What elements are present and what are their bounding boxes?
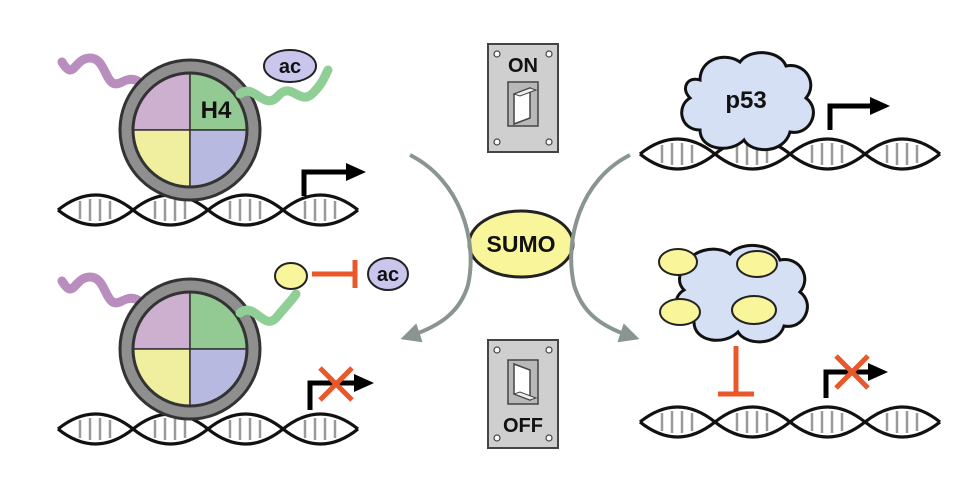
sumo-node: SUMO <box>467 209 575 279</box>
histone-tail-green-bottom <box>235 289 301 326</box>
crossed-bent-arrow-icon <box>823 354 888 398</box>
p53-active: p53 <box>638 51 942 171</box>
p53-blob-top <box>680 51 815 152</box>
sumo-blob-1 <box>658 248 698 276</box>
dna-helix-top-right <box>638 137 942 171</box>
histone-octamer-bottom <box>118 277 262 421</box>
arrow-head-icon <box>870 97 890 115</box>
sumo-blob-3 <box>659 298 701 326</box>
nucleosome-active: H4 ac <box>56 49 366 227</box>
histone-octamer-top <box>118 58 262 202</box>
curved-arrow-right <box>569 153 640 343</box>
switch-off-label: OFF <box>503 415 543 437</box>
p53-repressed <box>638 243 942 439</box>
p53-label: p53 <box>725 87 766 114</box>
histone-tail-green-top <box>235 65 333 106</box>
sumo-blob-4 <box>731 295 777 325</box>
acetyl-badge-top <box>263 49 317 83</box>
nucleosome-repressed: ac <box>56 257 409 446</box>
t-bar-inhibition-icon <box>312 260 358 288</box>
switch-on: ON <box>487 43 559 153</box>
dna-helix-bottom-left <box>56 412 360 446</box>
bent-arrow-icon <box>827 103 872 130</box>
sumo-blob-2 <box>736 250 778 278</box>
switch-off: OFF <box>487 339 559 449</box>
curved-arrow-left <box>400 153 473 343</box>
bent-arrow-icon <box>301 169 348 196</box>
dna-helix-top-left <box>56 193 360 227</box>
dna-helix-bottom-right <box>638 405 942 439</box>
arrow-head-icon <box>346 163 366 181</box>
switch-on-label: ON <box>508 55 538 77</box>
sumo-blob-on-tail <box>274 262 308 290</box>
acetyl-label-bottom: ac <box>377 264 399 286</box>
sumo-label: SUMO <box>487 231 556 257</box>
acetyl-badge-bottom <box>367 257 409 291</box>
histone-h4-label: H4 <box>201 97 232 124</box>
acetyl-label-top: ac <box>279 56 301 78</box>
crossed-bent-arrow-icon <box>307 366 374 410</box>
t-bar-inhibition-icon <box>718 346 754 397</box>
